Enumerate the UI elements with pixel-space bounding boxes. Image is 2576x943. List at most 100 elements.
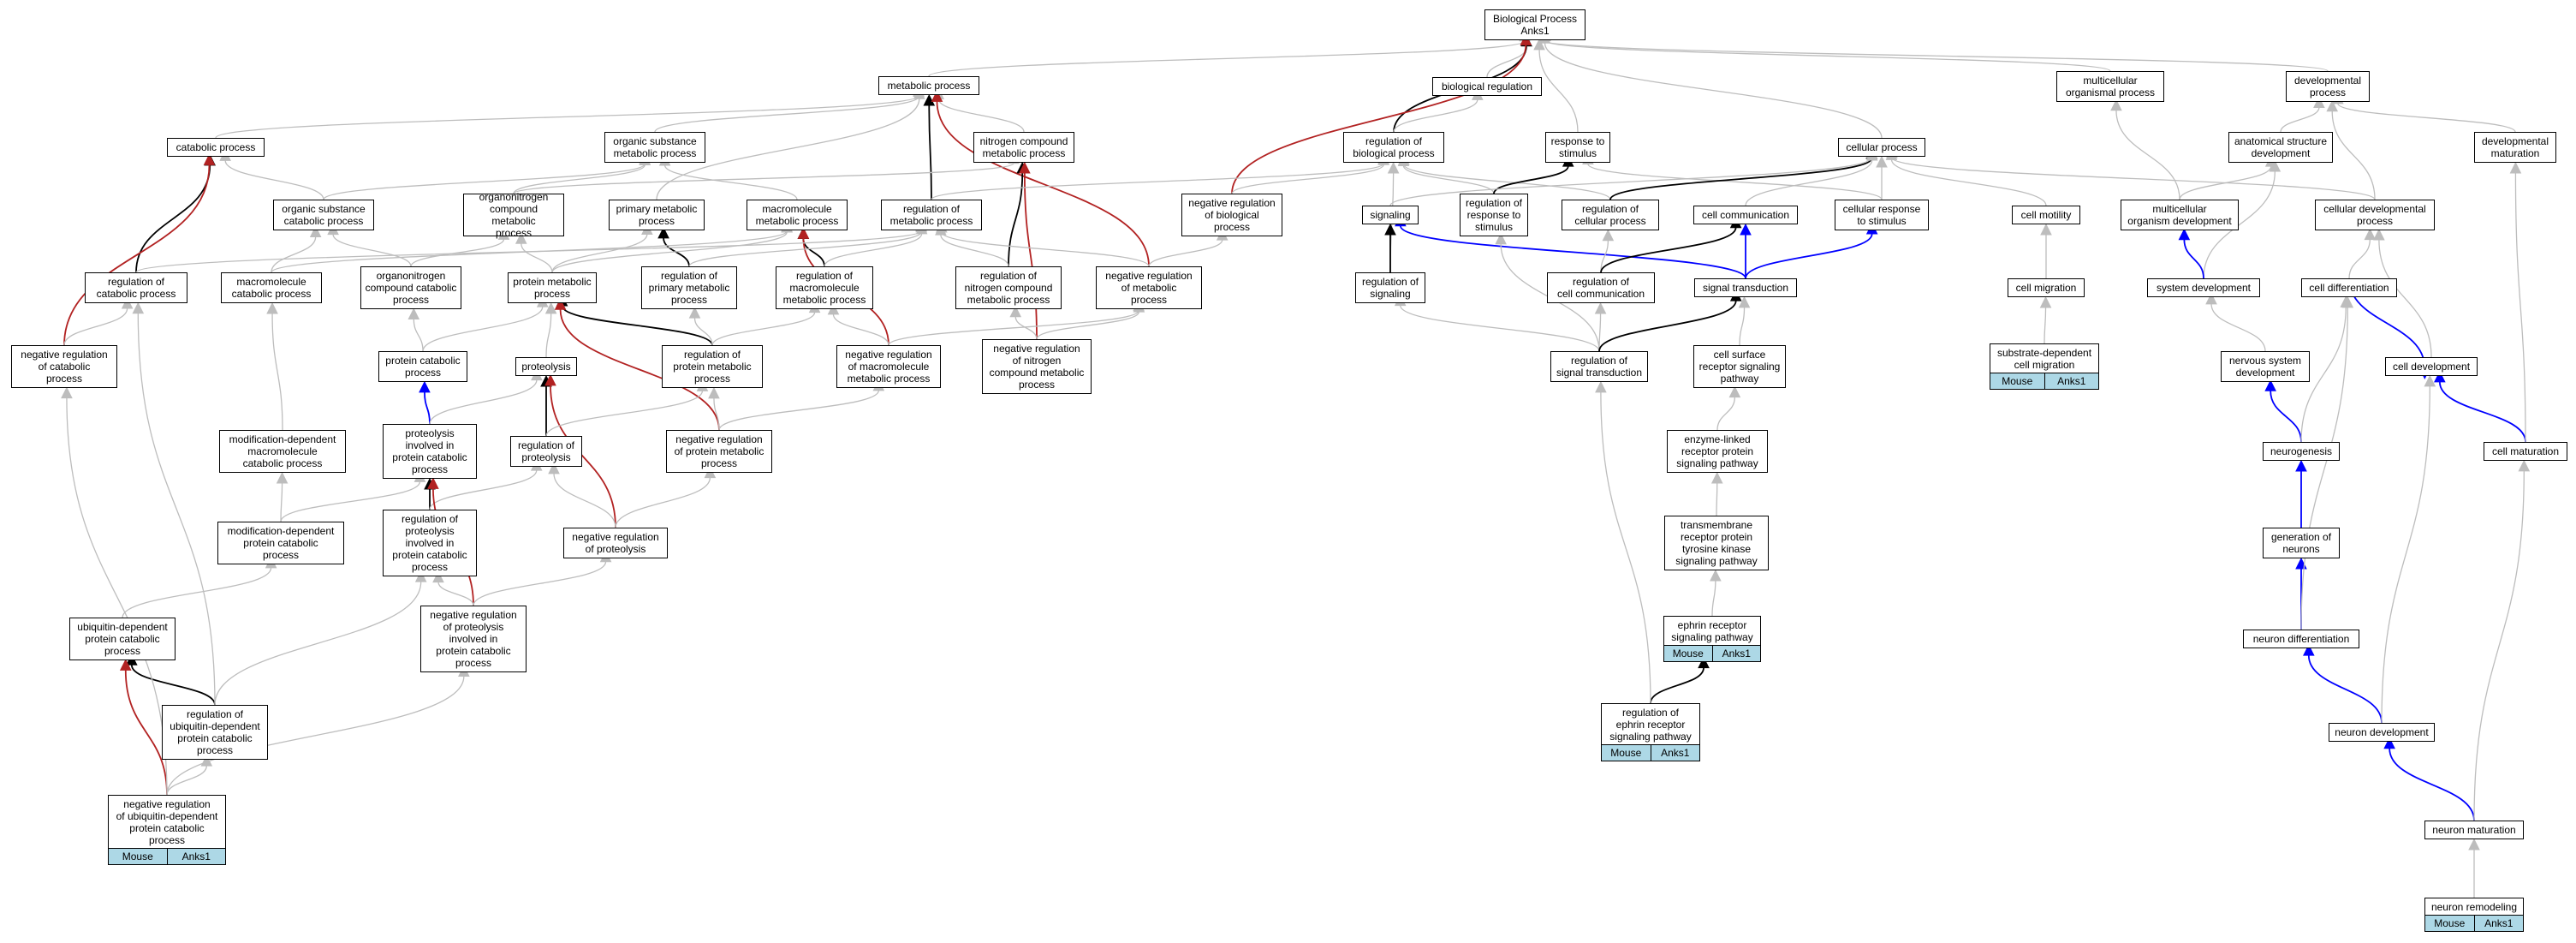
- annotation-species[interactable]: Mouse: [1664, 646, 1712, 661]
- term-node-negregproteol[interactable]: negative regulation of proteolysis: [563, 528, 668, 558]
- term-label: substrate-dependent cell migration: [1996, 346, 2092, 371]
- term-node-regcellcomm[interactable]: regulation of cell communication: [1547, 272, 1655, 303]
- term-node-multidev[interactable]: multicellular organism development: [2121, 200, 2239, 230]
- term-node-negregbio[interactable]: negative regulation of biological proces…: [1181, 194, 1282, 236]
- term-node-devmat[interactable]: developmental maturation: [2474, 132, 2556, 163]
- edge-arrowhead: [61, 386, 73, 399]
- edge-macrocat-to-orgsubcat: [271, 225, 322, 273]
- term-node-regephrin[interactable]: regulation of ephrin receptor signaling …: [1601, 703, 1700, 761]
- term-node-regmet[interactable]: regulation of metabolic process: [881, 200, 982, 230]
- term-node-neurdev[interactable]: neuron development: [2329, 723, 2435, 742]
- term-node-ubiqcat[interactable]: ubiquitin-dependent protein catabolic pr…: [69, 618, 176, 660]
- term-node-anatdev[interactable]: anatomical structure development: [2228, 132, 2333, 163]
- term-node-bioreg[interactable]: biological regulation: [1432, 77, 1542, 96]
- term-node-catabolic[interactable]: catabolic process: [167, 138, 265, 157]
- term-node-orgsubmet[interactable]: organic substance metabolic process: [604, 132, 705, 163]
- term-node-multiorg[interactable]: multicellular organismal process: [2056, 71, 2164, 102]
- term-node-genneur[interactable]: generation of neurons: [2263, 528, 2340, 558]
- term-node-cellcomm[interactable]: cell communication: [1693, 206, 1798, 224]
- edge-neurdev-to-neurdiff: [2302, 644, 2383, 724]
- term-node-sysdev[interactable]: system development: [2147, 278, 2260, 297]
- term-node-regsigtrans[interactable]: regulation of signal transduction: [1550, 351, 1648, 382]
- term-node-rtk[interactable]: transmembrane receptor protein tyrosine …: [1664, 516, 1769, 570]
- annotation-species[interactable]: Mouse: [1602, 745, 1651, 761]
- term-node-negregubiq[interactable]: negative regulation of ubiquitin-depende…: [108, 795, 226, 865]
- term-node-proteolcat[interactable]: proteolysis involved in protein cataboli…: [383, 424, 477, 479]
- edge-negregcat-to-catabolic: [63, 153, 216, 346]
- term-node-celldiff[interactable]: cell differentiation: [2301, 278, 2397, 297]
- term-node-devproc[interactable]: developmental process: [2286, 71, 2370, 102]
- edge-line: [2389, 748, 2475, 821]
- edge-negregproteolcat-to-regproteolcat: [432, 570, 474, 606]
- term-node-csrsp[interactable]: cell surface receptor signaling pathway: [1693, 345, 1786, 388]
- term-node-macromet[interactable]: macromolecule metabolic process: [747, 200, 848, 230]
- term-node-regbio[interactable]: regulation of biological process: [1343, 132, 1444, 163]
- term-node-modprotcat[interactable]: modification-dependent protein catabolic…: [217, 522, 344, 564]
- term-node-regcell[interactable]: regulation of cellular process: [1562, 200, 1659, 230]
- term-node-regresp[interactable]: regulation of response to stimulus: [1460, 194, 1528, 236]
- term-node-modcat[interactable]: modification-dependent macromolecule cat…: [219, 430, 346, 473]
- term-node-regproteol[interactable]: regulation of proteolysis: [510, 436, 582, 467]
- edge-arrowhead: [2178, 228, 2191, 241]
- annotation-species[interactable]: Mouse: [2425, 916, 2474, 931]
- term-node-nervdev[interactable]: nervous system development: [2221, 351, 2310, 382]
- term-node-celldev[interactable]: cell development: [2385, 357, 2478, 376]
- term-node-regmacromet[interactable]: regulation of macromolecule metabolic pr…: [776, 266, 873, 309]
- term-node-celldevproc[interactable]: cellular developmental process: [2315, 200, 2435, 230]
- term-node-metabolic[interactable]: metabolic process: [878, 76, 979, 95]
- term-node-neurdiff[interactable]: neuron differentiation: [2243, 630, 2359, 648]
- term-node-proteolysis[interactable]: proteolysis: [515, 357, 577, 376]
- term-node-regcat[interactable]: regulation of catabolic process: [85, 272, 187, 303]
- term-node-cellresp[interactable]: cellular response to stimulus: [1835, 200, 1929, 230]
- term-node-resp[interactable]: response to stimulus: [1545, 132, 1610, 163]
- term-node-cellmot[interactable]: cell motility: [2012, 206, 2080, 224]
- term-node-organonitrocat[interactable]: organonitrogen compound catabolic proces…: [360, 266, 461, 309]
- term-node-cellmat[interactable]: cell maturation: [2484, 442, 2567, 461]
- term-node-signaling[interactable]: signaling: [1362, 206, 1419, 224]
- term-node-organonitro[interactable]: organonitrogen compound metabolic proces…: [463, 191, 564, 239]
- annotation-gene[interactable]: Anks1: [1650, 745, 1699, 761]
- term-node-regprotmet[interactable]: regulation of protein metabolic process: [662, 345, 763, 388]
- term-node-negregmacromet[interactable]: negative regulation of macromolecule met…: [836, 345, 941, 388]
- annotation-gene[interactable]: Anks1: [2473, 916, 2523, 931]
- term-node-cellproc[interactable]: cellular process: [1838, 138, 1925, 157]
- annotation-gene[interactable]: Anks1: [1711, 646, 1760, 661]
- term-node-root[interactable]: Biological Process Anks1: [1484, 9, 1585, 40]
- edge-arrowhead: [1595, 380, 1607, 393]
- edge-line: [1538, 49, 1579, 133]
- term-node-regprimmet[interactable]: regulation of primary metabolic process: [641, 266, 737, 309]
- term-node-negregproteolcat[interactable]: negative regulation of proteolysis invol…: [420, 606, 527, 672]
- term-node-neurmat[interactable]: neuron maturation: [2424, 821, 2524, 839]
- annotation-species[interactable]: Mouse: [109, 849, 167, 864]
- term-node-negregnitromet[interactable]: negative regulation of nitrogen compound…: [982, 339, 1092, 394]
- term-node-macrocat[interactable]: macromolecule catabolic process: [221, 272, 322, 303]
- annotation-species[interactable]: Mouse: [1990, 373, 2044, 389]
- term-node-nitromet[interactable]: nitrogen compound metabolic process: [973, 132, 1074, 163]
- term-node-protcat[interactable]: protein catabolic process: [378, 351, 467, 382]
- term-node-cellmig[interactable]: cell migration: [2008, 278, 2085, 297]
- term-node-regnitromet[interactable]: regulation of nitrogen compound metaboli…: [955, 266, 1062, 309]
- term-node-negregcat[interactable]: negative regulation of catabolic process: [11, 345, 117, 388]
- term-node-regproteolcat[interactable]: regulation of proteolysis involved in pr…: [383, 510, 477, 576]
- term-node-orgsubcat[interactable]: organic substance catabolic process: [273, 200, 374, 230]
- edge-arrowhead: [1602, 229, 1615, 242]
- annotation-gene[interactable]: Anks1: [166, 849, 225, 864]
- edge-regephrin-to-regsigtrans: [1595, 380, 1651, 704]
- term-node-neurogen[interactable]: neurogenesis: [2263, 442, 2340, 461]
- term-node-regsig[interactable]: regulation of signaling: [1355, 272, 1425, 303]
- term-node-negregmet[interactable]: negative regulation of metabolic process: [1096, 266, 1202, 309]
- term-node-primmet[interactable]: primary metabolic process: [609, 200, 705, 230]
- term-node-negregprotmet[interactable]: negative regulation of protein metabolic…: [666, 430, 772, 473]
- annotation-gene[interactable]: Anks1: [2044, 373, 2098, 389]
- term-node-regubiq[interactable]: regulation of ubiquitin-dependent protei…: [162, 705, 268, 760]
- term-node-enzlinked[interactable]: enzyme-linked receptor protein signaling…: [1667, 430, 1768, 473]
- edge-line: [937, 98, 1025, 133]
- edge-metabolic-to-root: [928, 29, 1531, 77]
- term-node-sigtrans[interactable]: signal transduction: [1694, 278, 1797, 297]
- edge-line: [1600, 227, 1737, 273]
- term-node-protmet[interactable]: protein metabolic process: [508, 272, 597, 303]
